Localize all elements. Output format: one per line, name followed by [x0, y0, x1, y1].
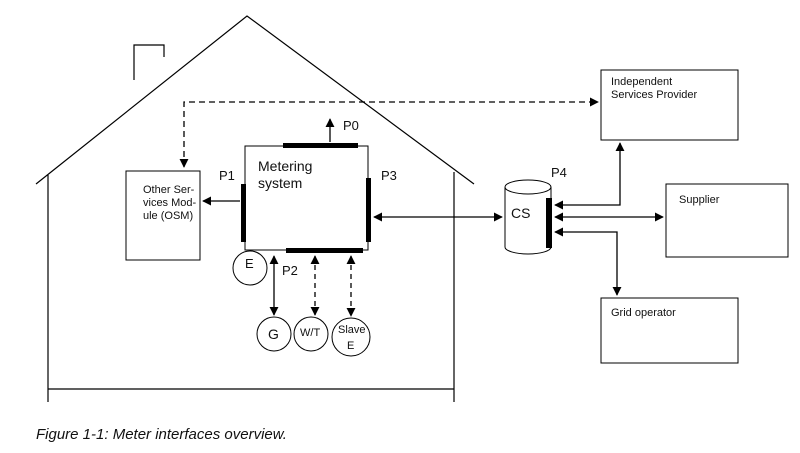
- port-bar-p2: [286, 248, 363, 253]
- grid-operator-box: [600, 297, 739, 364]
- e-meter-label: E: [245, 256, 254, 271]
- e-meter-circle: [232, 250, 268, 286]
- port-bar-p4: [546, 198, 552, 248]
- supplier-box: [665, 183, 789, 258]
- isp-box: [600, 69, 739, 141]
- supplier-label: Supplier: [679, 194, 720, 206]
- chimney: [133, 44, 165, 80]
- osm-label-line-3: ule (OSM): [143, 210, 194, 222]
- osm-label-line-1: Other Ser-: [143, 184, 195, 196]
- connector-cs-isp: [554, 142, 625, 210]
- water-thermal-meter-label: W/T: [300, 327, 321, 339]
- metering-system-label-line-1: Metering: [258, 158, 313, 174]
- isp-label-line-1: Independent: [611, 76, 673, 88]
- gas-meter-circle: [256, 316, 292, 352]
- port-bar-p3: [366, 178, 371, 242]
- osm-box: [125, 170, 201, 261]
- label-p3: P3: [381, 168, 397, 183]
- grid-operator-label: Grid operator: [611, 307, 676, 319]
- slave-meter-sublabel: E: [347, 340, 355, 352]
- label-p1: P1: [219, 168, 235, 183]
- metering-system-label-line-2: system: [258, 175, 303, 191]
- figure-caption: Figure 1-1: Meter interfaces overview.: [36, 426, 287, 443]
- isp-label: Independent Services Provider: [611, 76, 731, 102]
- cs-cylinder: [504, 179, 552, 255]
- connector-cs-grid: [554, 227, 622, 296]
- cs-label: CS: [511, 205, 531, 221]
- slave-meter-circle: [331, 317, 371, 357]
- connector-osm-isp: [179, 97, 599, 168]
- port-bar-p0: [283, 143, 358, 148]
- gas-meter-label: G: [268, 326, 279, 342]
- label-p2: P2: [282, 263, 298, 278]
- port-bar-p1: [241, 184, 246, 242]
- label-p4: P4: [551, 165, 567, 180]
- isp-label-line-2: Services Provider: [611, 89, 698, 101]
- label-p0: P0: [343, 118, 359, 133]
- slave-meter-label: Slave: [338, 324, 366, 336]
- osm-label-line-2: vices Mod-: [143, 197, 197, 209]
- metering-system-label: Metering system: [258, 158, 312, 192]
- osm-label: Other Ser- vices Mod- ule (OSM): [143, 184, 201, 223]
- water-thermal-meter-circle: [293, 316, 329, 352]
